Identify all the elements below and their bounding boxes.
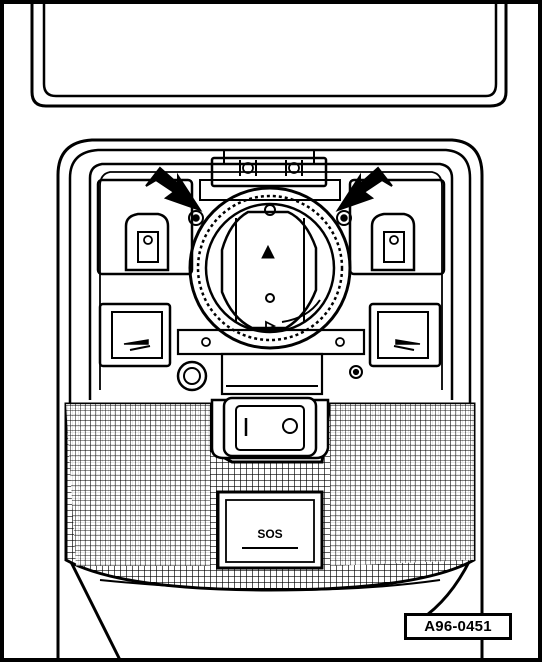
mirror-housing (30, 2, 508, 108)
right-clip (336, 210, 416, 272)
right-pointer-arrow (335, 166, 393, 212)
sos-button: SOS (216, 490, 324, 570)
left-reading-light-switch (98, 302, 172, 368)
left-pointer-arrow (145, 166, 203, 212)
top-connector (199, 149, 341, 201)
left-clip (124, 210, 204, 272)
center-mount (176, 328, 366, 396)
right-reading-light-switch (368, 302, 442, 368)
figure-id-label: A96-0451 (404, 613, 512, 640)
sos-label: SOS (257, 527, 282, 541)
interior-light-rocker (210, 396, 330, 460)
rotary-light-switch (188, 186, 352, 350)
